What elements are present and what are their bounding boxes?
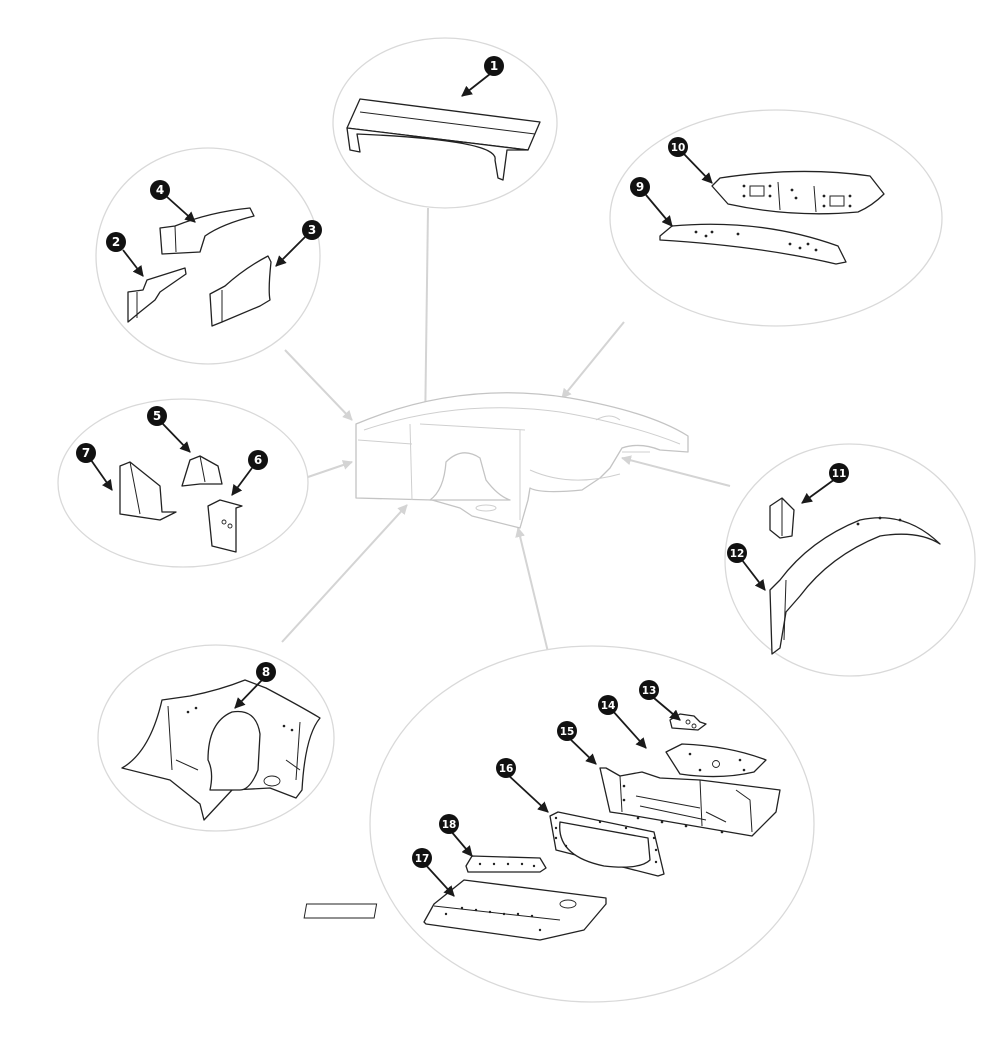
- callout-number: 2: [112, 235, 120, 249]
- callout-badge-10: 10: [668, 137, 688, 157]
- part-14-cover-plate: [665, 743, 767, 778]
- callout-badge-11: 11: [829, 463, 849, 483]
- callout-badge-5: 5: [147, 406, 167, 426]
- callout-badges: 1 2 3 4 5 6 7 8 9 10 11 12 13 14 15 16 1…: [76, 56, 849, 868]
- callout-badge-7: 7: [76, 443, 96, 463]
- bubble-part-8: [97, 644, 335, 832]
- bubble-part-1: [332, 37, 558, 209]
- callout-number: 18: [442, 819, 457, 831]
- part-10-crossmember: [711, 170, 885, 215]
- callout-number: 1: [490, 59, 498, 73]
- callout-badge-3: 3: [302, 220, 322, 240]
- part-8-floor-panel: [121, 679, 321, 821]
- part-7-gusset: [119, 461, 177, 521]
- callout-badge-18: 18: [439, 814, 459, 834]
- part-1-rear-deck-panel: [346, 98, 541, 181]
- callout-number: 13: [642, 685, 657, 697]
- callout-badge-2: 2: [106, 232, 126, 252]
- callout-number: 4: [156, 183, 164, 197]
- part-2-bracket: [127, 267, 187, 323]
- callout-number: 3: [308, 223, 316, 237]
- callout-badge-14: 14: [598, 695, 618, 715]
- callout-badge-17: 17: [412, 848, 432, 868]
- callout-badge-12: 12: [727, 543, 747, 563]
- callout-number: 11: [832, 468, 847, 480]
- callout-number: 7: [82, 446, 90, 460]
- callout-badge-16: 16: [496, 758, 516, 778]
- callout-badge-6: 6: [248, 450, 268, 470]
- callout-number: 14: [601, 700, 616, 712]
- callout-badge-8: 8: [256, 662, 276, 682]
- part-6-plate: [207, 499, 243, 553]
- part-16-bulkhead: [549, 811, 665, 877]
- callout-number: 9: [636, 180, 644, 194]
- callout-number: 16: [499, 763, 514, 775]
- part-17-floor-plate: [303, 879, 607, 941]
- bubble-parts-9-10: [609, 109, 943, 327]
- bubble-parts-2-3-4: [95, 147, 321, 365]
- part-3-pillar: [209, 255, 272, 327]
- callout-badge-9: 9: [630, 177, 650, 197]
- part-15-frame-box: [599, 767, 781, 837]
- callout-badge-4: 4: [150, 180, 170, 200]
- callout-number: 5: [153, 409, 161, 423]
- callout-badge-13: 13: [639, 680, 659, 700]
- leader-arrows: [90, 73, 836, 897]
- part-11-bracket: [769, 497, 795, 539]
- connector-lines: [281, 207, 731, 653]
- bubble-parts-11-12: [724, 443, 976, 677]
- callout-badge-15: 15: [557, 721, 577, 741]
- bubble-parts-13-18: [303, 645, 815, 1003]
- callout-number: 12: [730, 548, 745, 560]
- callout-number: 17: [415, 853, 430, 865]
- callout-number: 8: [262, 665, 270, 679]
- callout-number: 15: [560, 726, 575, 738]
- callout-badge-1: 1: [484, 56, 504, 76]
- part-18-strip: [465, 855, 547, 873]
- part-12-wheel-arch: [769, 516, 941, 655]
- callout-number: 10: [671, 142, 686, 154]
- central-body-assembly: [355, 392, 689, 529]
- bubble-parts-5-6-7: [57, 398, 309, 568]
- part-5-bracket: [181, 455, 223, 487]
- callout-number: 6: [254, 453, 262, 467]
- part-9-crossmember: [659, 223, 847, 265]
